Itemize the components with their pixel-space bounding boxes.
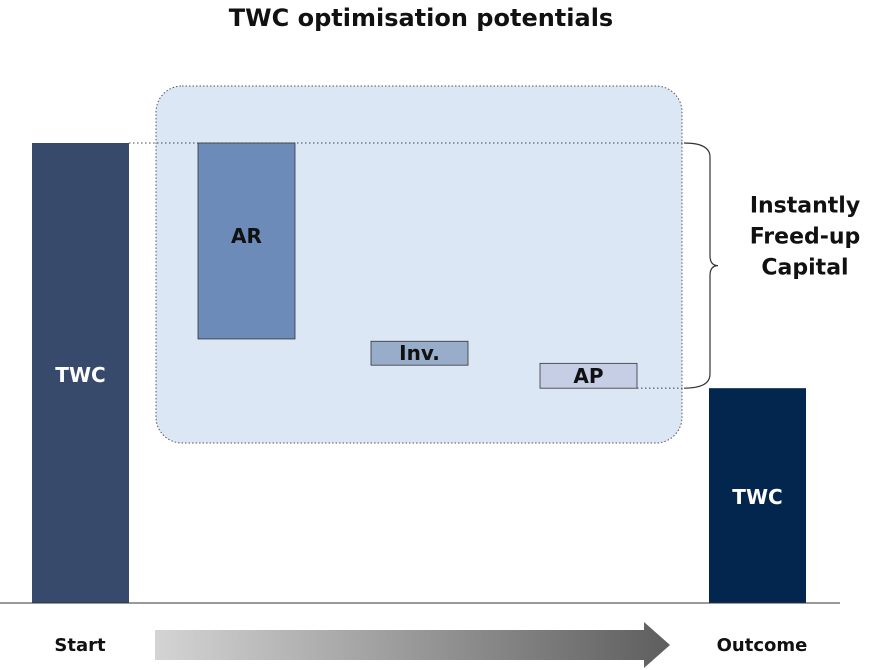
bars-group <box>32 142 806 603</box>
bar-1 <box>32 143 129 603</box>
chart-title: TWC optimisation potentials <box>229 4 613 32</box>
bar-5 <box>709 388 806 603</box>
bar-4 <box>539 362 638 389</box>
bar-label-2: AR <box>231 224 262 248</box>
bar-3 <box>370 340 469 366</box>
annotation-line-3: Capital <box>761 256 848 281</box>
start-label: Start <box>54 635 106 656</box>
bar-labels-group: TWC AR Inv. AP TWC <box>55 224 782 509</box>
outcome-label: Outcome <box>717 635 808 656</box>
bar-label-3: Inv. <box>399 341 440 365</box>
bar-label-4: AP <box>573 364 603 388</box>
progress-arrow <box>155 622 670 668</box>
bar-2 <box>197 142 296 340</box>
annotation-line-1: Instantly <box>750 194 860 219</box>
annotation-line-2: Freed-up <box>750 225 861 250</box>
bar-label-5: TWC <box>732 485 782 509</box>
curly-brace <box>683 142 719 389</box>
bar-label-1: TWC <box>55 363 105 387</box>
